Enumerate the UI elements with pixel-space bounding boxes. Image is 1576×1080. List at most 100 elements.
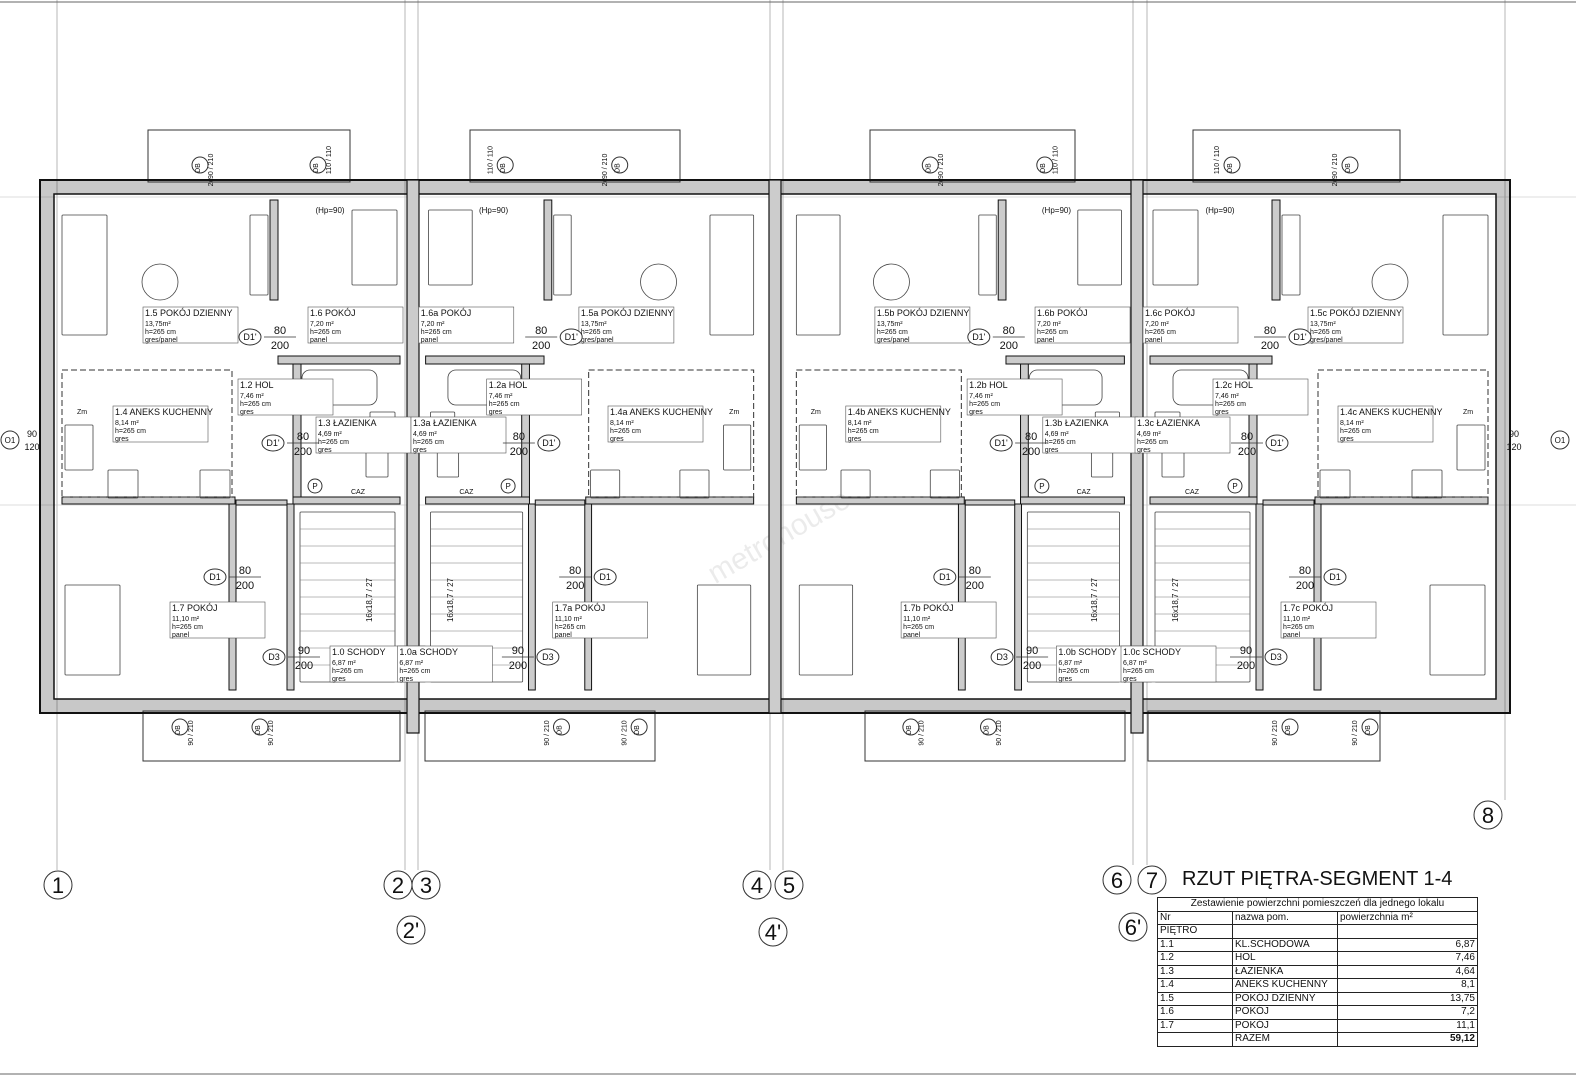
boiler-label: CAZ — [1185, 489, 1200, 496]
room-number: 1.3c — [1137, 418, 1157, 428]
room-name: ŁAZIENKA — [433, 418, 477, 428]
tag-circle — [1361, 718, 1379, 736]
sill-height-label: (Hp=90) — [1205, 206, 1234, 215]
room-floor: gres — [848, 436, 862, 443]
room-title: 1.2c HOL — [1215, 380, 1253, 390]
room-title: 1.6a POKÓJ — [421, 308, 472, 318]
balcony-door-label: DB — [1227, 163, 1234, 173]
total-label: RAZEM — [1232, 1032, 1338, 1047]
room-floor: gres — [1215, 409, 1229, 416]
door-height: 200 — [1261, 340, 1279, 352]
room-label-box — [607, 405, 704, 443]
door-width: 80 — [297, 431, 309, 443]
room-name: ŁAZIENKA — [333, 418, 377, 428]
room-title: 1.4a ANEKS KUCHENNY — [610, 407, 713, 417]
door-height: 200 — [1238, 446, 1256, 458]
door-tag-circle — [1288, 328, 1312, 346]
door-type: D1 — [939, 572, 951, 582]
room-floor: gres — [1045, 447, 1059, 454]
room-area: 7,46 m² — [969, 393, 993, 400]
door-tag-circle — [989, 434, 1013, 452]
room-name: POKÓJ — [1057, 308, 1088, 318]
room-title: 1.7c POKÓJ — [1283, 603, 1333, 613]
room-height: h=265 cm — [1123, 668, 1154, 675]
balcony-door-tag: DB — [921, 156, 939, 174]
balcony-door-size: 2x90 / 210 — [208, 154, 215, 187]
room-name: POKÓJ — [1303, 603, 1334, 613]
interior-wall — [964, 499, 1016, 506]
boiler-label: CAZ — [1077, 489, 1092, 496]
door-height: 200 — [532, 340, 550, 352]
tag-circle — [980, 718, 998, 736]
door-width: 90 — [1240, 645, 1252, 657]
room-area: 13,75m² — [1310, 321, 1336, 328]
door-type: D1' — [1293, 332, 1307, 342]
door-width: 90 — [1026, 645, 1038, 657]
room-height: h=265 cm — [1137, 439, 1168, 446]
room-area: 8,14 m² — [610, 420, 634, 427]
room-height: h=265 cm — [848, 428, 879, 435]
room-height: h=265 cm — [145, 329, 176, 336]
room-height: h=265 cm — [115, 428, 146, 435]
room-title: 1.7a POKÓJ — [555, 603, 606, 613]
door-height: 200 — [295, 660, 313, 672]
room-height: h=265 cm — [877, 329, 908, 336]
interior-wall — [1149, 496, 1258, 505]
balcony-door-tag: DB — [309, 156, 327, 174]
window-type: O1 — [5, 436, 16, 445]
p-icon — [1034, 478, 1050, 494]
party-wall — [1130, 179, 1144, 734]
tag-circle — [191, 156, 209, 174]
room-title: 1.6 POKÓJ — [310, 308, 356, 318]
interior-wall — [534, 499, 586, 506]
boiler-label: CAZ — [351, 489, 366, 496]
axis-circle — [1137, 865, 1167, 895]
room-name: ANEKS KUCHENNY — [130, 407, 214, 417]
toilet-icon — [1090, 451, 1114, 478]
room-name: POKÓJ DZIENNY — [160, 308, 233, 318]
axis-marker: 4 — [742, 870, 772, 900]
axis-label: 4 — [751, 873, 763, 898]
room-title: 1.0a SCHODY — [399, 647, 458, 657]
axis-marker: 3 — [411, 870, 441, 900]
axis-marker: 1 — [43, 870, 73, 900]
row-area: 4,64 — [1337, 964, 1478, 979]
row-area: 6,87 — [1337, 937, 1478, 952]
interior-wall — [277, 355, 401, 365]
balcony-door-size: 110 / 110 — [1052, 146, 1059, 174]
room-name: SCHODY — [1143, 647, 1182, 657]
room-floor: gres — [969, 409, 983, 416]
axis-label: 7 — [1146, 868, 1158, 893]
room-number: 1.4b — [848, 407, 868, 417]
room-number: 1.0c — [1123, 647, 1143, 657]
axis-circle — [774, 870, 804, 900]
door-type: D1 — [599, 572, 611, 582]
balcony-bottom — [142, 710, 401, 762]
room-height: h=265 cm — [1037, 329, 1068, 336]
balcony-door-label: DB — [500, 163, 507, 173]
door-type: D3 — [1270, 652, 1282, 662]
row-area: 7,2 — [1337, 1005, 1478, 1020]
door-tag: D1' 80 200 — [1254, 325, 1312, 352]
room-name: POKÓJ DZIENNY — [601, 308, 674, 318]
balcony-door-size: 2x90 / 210 — [602, 154, 609, 187]
row-nr: 1.4 — [1157, 978, 1233, 993]
room-area: 6,87 m² — [332, 660, 356, 667]
door-width: 80 — [1264, 325, 1276, 337]
room-height: h=265 cm — [610, 428, 641, 435]
balcony-bottom — [864, 710, 1126, 762]
room-area: 7,20 m² — [1145, 321, 1169, 328]
room-floor: panel — [421, 337, 439, 344]
row-nr: 1.5 — [1157, 991, 1233, 1006]
balcony-door-label: DB — [1345, 163, 1352, 173]
